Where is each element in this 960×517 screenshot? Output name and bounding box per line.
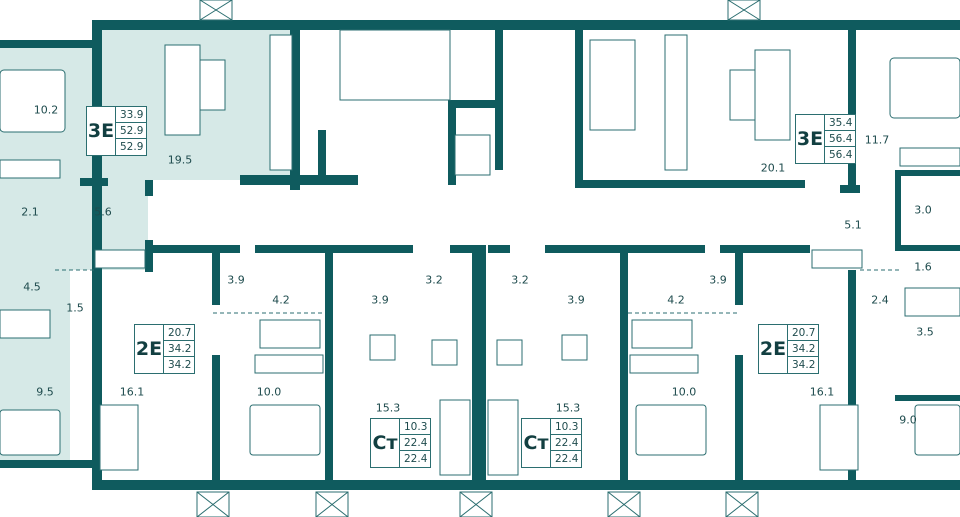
room-area: 3.2	[511, 273, 529, 287]
room-area: 16.1	[809, 385, 835, 399]
room-area: 5.1	[844, 218, 862, 232]
total-area: 22.4	[400, 435, 430, 451]
living-area: 33.9	[116, 107, 146, 123]
apartment-type: 3E	[87, 107, 116, 155]
room-area: 3.9	[227, 273, 245, 287]
room-area: 4.2	[667, 293, 685, 307]
dashed-boundaries	[55, 269, 900, 314]
room-area: 2.1	[21, 205, 39, 219]
room-area: 3.9	[709, 273, 727, 287]
total-area: 34.2	[788, 341, 818, 357]
total-area-2: 34.2	[792, 359, 816, 371]
total-area: 56.4	[825, 131, 855, 147]
total-area: 22.4	[551, 435, 581, 451]
living-area: 35.4	[825, 115, 855, 131]
room-area: 9.5	[36, 385, 54, 399]
room-area: 4.5	[23, 280, 41, 294]
living-area: 20.7	[164, 325, 194, 341]
window-markers	[196, 0, 761, 517]
total-area-2: 34.2	[168, 359, 192, 371]
room-area: 1.6	[914, 260, 932, 274]
room-area: 4.2	[272, 293, 290, 307]
room-area: 3.2	[425, 273, 443, 287]
room-area: 10.0	[256, 385, 282, 399]
room-area: 3.9	[567, 293, 585, 307]
total-area-2: 52.9	[120, 141, 144, 153]
apartment-type: Ст	[522, 419, 551, 467]
apartment-type: 3E	[796, 115, 825, 163]
room-area: 1.5	[66, 301, 84, 315]
total-area-2: 22.4	[404, 453, 428, 465]
room-area: 19.5	[167, 153, 193, 167]
apartment-type: 2E	[135, 325, 164, 373]
room-area: 3.0	[914, 203, 932, 217]
room-area: 3.9	[371, 293, 389, 307]
total-area-2: 22.4	[555, 453, 579, 465]
total-area-2: 56.4	[829, 149, 853, 161]
room-area: 9.0	[899, 413, 917, 427]
room-area: 15.3	[555, 401, 581, 415]
apartment-type: 2E	[759, 325, 788, 373]
living-area: 20.7	[788, 325, 818, 341]
room-area: 20.1	[760, 161, 786, 175]
total-area: 52.9	[116, 123, 146, 139]
room-area: 3.5	[916, 325, 934, 339]
total-area: 34.2	[164, 341, 194, 357]
walls	[0, 20, 960, 490]
room-area: 16.1	[119, 385, 145, 399]
room-area: 5.6	[94, 205, 112, 219]
living-area: 10.3	[551, 419, 581, 435]
room-area: 10.0	[671, 385, 697, 399]
living-area: 10.3	[400, 419, 430, 435]
apartment-type: Ст	[371, 419, 400, 467]
room-area: 2.4	[871, 293, 889, 307]
room-area: 15.3	[375, 401, 401, 415]
room-area: 10.2	[33, 103, 59, 117]
room-area: 11.7	[864, 133, 890, 147]
furniture	[0, 29, 960, 476]
